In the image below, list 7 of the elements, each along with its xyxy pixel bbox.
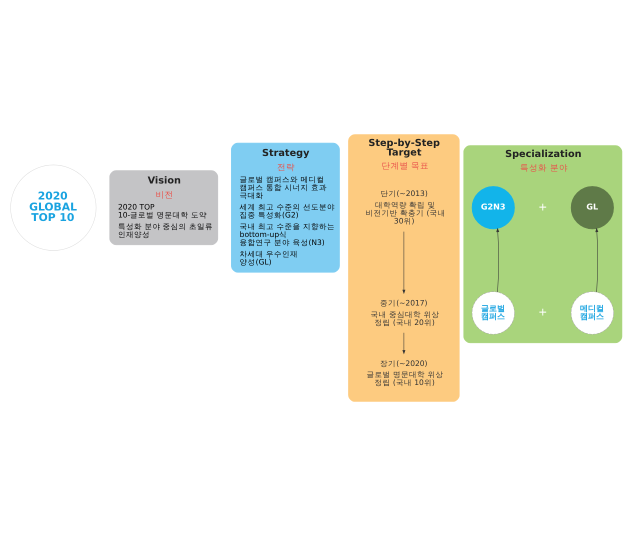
node-circle: 2020 GLOBAL TOP 10 [10,164,96,250]
label: + [538,200,548,213]
arrow [402,332,406,354]
arrow [595,227,598,292]
arrow [496,227,500,292]
label: + [538,305,548,318]
arrow [402,230,406,294]
